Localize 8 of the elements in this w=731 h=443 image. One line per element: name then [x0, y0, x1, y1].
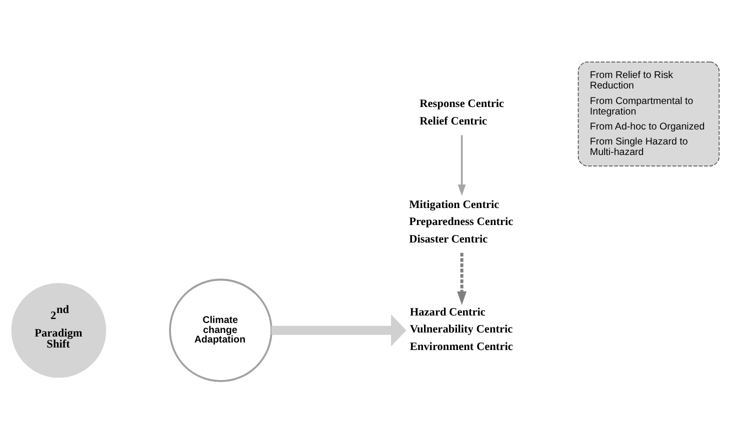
node-circle: Climate change Adaptation [169, 278, 272, 382]
node-box: From Relief to Risk Reduction From Compartmental to Integration From Ad-hoc to Organized From Single Hazard to Multi-hazard [578, 62, 720, 166]
node-text: Hazard Centric Vulnerability Centric Environment Centric [410, 306, 513, 353]
arrow [457, 252, 467, 306]
node-text: Mitigation Centric Preparedness Centric Disaster Centric [409, 198, 514, 246]
arrow [271, 314, 406, 346]
node-text: Response Centric Relief Centric [420, 98, 504, 128]
arrow [458, 135, 466, 196]
